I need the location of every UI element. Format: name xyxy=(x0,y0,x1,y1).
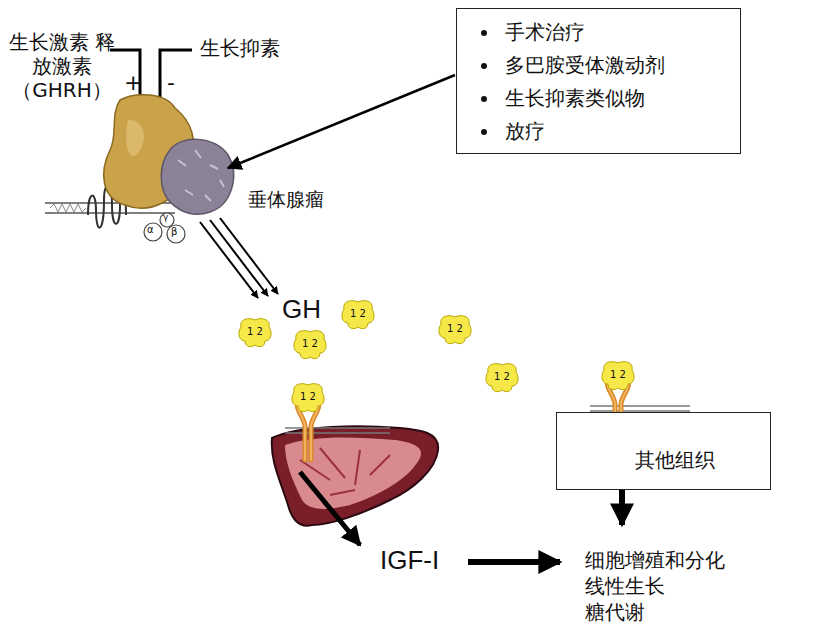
treatment-item: 多巴胺受体激动剂 xyxy=(505,52,665,79)
label: IGF-I xyxy=(380,545,439,576)
label: - xyxy=(167,70,175,96)
bullet xyxy=(481,30,487,36)
subunit-number: 1 2 xyxy=(610,369,626,381)
subunit-number: 1 2 xyxy=(494,371,510,383)
node-text: 其他组织 xyxy=(635,447,715,474)
label: 生长激素 释放激素 （GHRH） xyxy=(8,30,116,102)
label: β xyxy=(171,226,177,238)
label: 糖代谢 xyxy=(585,600,645,624)
subunit-number: 1 2 xyxy=(350,308,366,320)
subunit-number: 1 2 xyxy=(302,338,318,350)
subunit-number: 1 2 xyxy=(447,323,463,335)
treatment-item: 生长抑素类似物 xyxy=(505,85,645,112)
bullet xyxy=(481,63,487,69)
tissue-box: 其他组织 xyxy=(556,412,771,490)
label: γ xyxy=(163,212,168,223)
label: α xyxy=(147,224,154,236)
label: 垂体腺瘤 xyxy=(248,188,324,211)
label: 细胞增殖和分化 xyxy=(585,548,725,572)
label: GH xyxy=(282,294,321,325)
treatment-box: 手术治疗多巴胺受体激动剂生长抑素类似物放疗 xyxy=(456,8,741,154)
bullet xyxy=(481,129,487,135)
label: 线性生长 xyxy=(585,574,665,598)
bullet xyxy=(481,96,487,102)
treatment-item: 放疗 xyxy=(505,118,545,145)
label: 生长抑素 xyxy=(200,36,280,60)
subunit-number: 1 2 xyxy=(247,326,263,338)
treatment-item: 手术治疗 xyxy=(505,19,585,46)
subunit-number: 1 2 xyxy=(300,391,316,403)
label: + xyxy=(124,70,142,96)
